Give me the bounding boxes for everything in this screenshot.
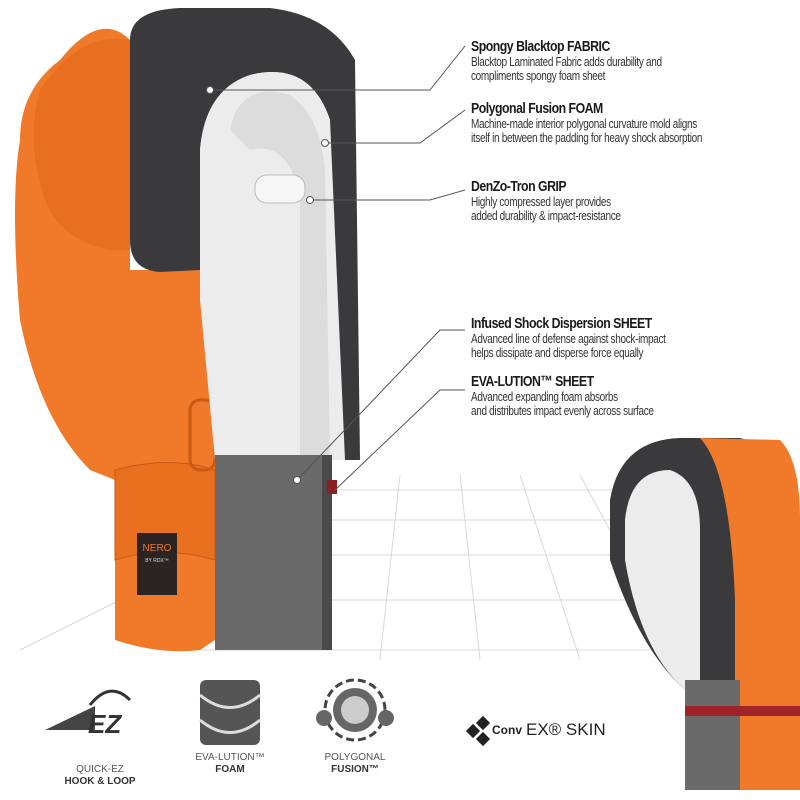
callout-desc: Machine-made interior polygonal curvatur… [471, 117, 697, 131]
callout-desc: added durability & impact-resistance [471, 209, 621, 223]
callout-title: DenZo-Tron GRIP [471, 178, 567, 195]
convex-logo-icon [465, 715, 491, 747]
callout-blacktop-fabric: Spongy Blacktop FABRIC Blacktop Laminate… [471, 38, 709, 83]
brand-name: NERO [142, 543, 172, 554]
convex-skin-logo: Conv EX® SKIN [492, 720, 606, 740]
badge-line1: QUICK-EZ [76, 764, 124, 775]
callout-denzo-tron-grip: DenZo-Tron GRIP Highly compressed layer … [471, 178, 658, 223]
svg-text:EZ: EZ [88, 709, 122, 739]
callout-desc: and distributes impact evenly across sur… [471, 404, 654, 418]
quick-ez-icon: EZ [45, 689, 132, 739]
callout-desc: compliments spongy foam sheet [471, 69, 606, 83]
badge-eva-lution: EVA-LUTION™ FOAM [180, 752, 280, 776]
eva-lution-foam-icon [199, 680, 261, 745]
badge-quick-ez: QUICK-EZ HOOK & LOOP [50, 764, 150, 788]
callout-title: Polygonal Fusion FOAM [471, 100, 603, 117]
callout-desc: Blacktop Laminated Fabric adds durabilit… [471, 55, 662, 69]
callout-eva-lution-sheet: EVA-LUTION™ SHEET Advanced expanding foa… [471, 373, 699, 418]
callout-desc: helps dissipate and disperse force equal… [471, 346, 644, 360]
callout-shock-dispersion-sheet: Infused Shock Dispersion SHEET Advanced … [471, 315, 714, 360]
glove-brand-label: NERO BY RDX™ [137, 533, 177, 595]
convex-bold: Conv [492, 723, 522, 737]
convex-rest: EX® SKIN [526, 720, 606, 739]
callout-desc: Highly compressed layer provides [471, 195, 611, 209]
callout-polygonal-foam: Polygonal Fusion FOAM Machine-made inter… [471, 100, 760, 145]
badge-line1: EVA-LUTION™ [195, 752, 265, 763]
polygonal-fusion-icon [316, 678, 394, 742]
small-glove [610, 438, 800, 790]
blacktop-fabric [130, 8, 360, 460]
badge-line1: POLYGONAL [324, 752, 386, 763]
badge-line2: HOOK & LOOP [64, 776, 136, 787]
callout-desc: Advanced expanding foam absorbs [471, 390, 618, 404]
callout-title: Infused Shock Dispersion SHEET [471, 315, 652, 332]
badge-line2: FOAM [215, 764, 245, 775]
eva-sheet [215, 455, 330, 650]
callout-title: Spongy Blacktop FABRIC [471, 38, 610, 55]
callout-desc: itself in between the padding for heavy … [471, 131, 703, 145]
callout-title: EVA-LUTION™ SHEET [471, 373, 594, 390]
badge-line2: FUSION™ [331, 764, 379, 775]
badge-polygonal-fusion: POLYGONAL FUSION™ [305, 752, 405, 776]
brand-sub: BY RDX™ [145, 558, 169, 564]
callout-desc: Advanced line of defense against shock-i… [471, 332, 666, 346]
